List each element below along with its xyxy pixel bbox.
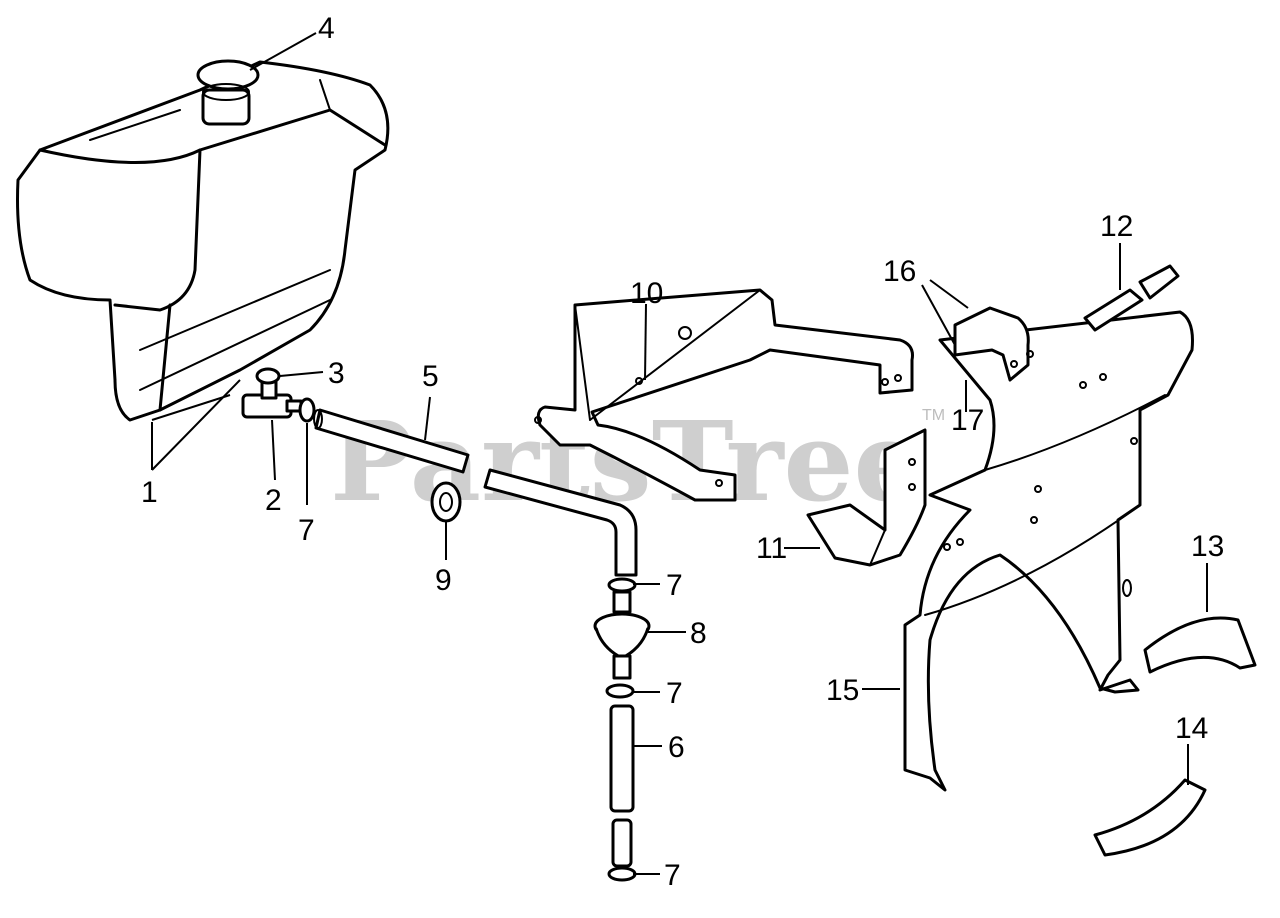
callout-16[interactable]: 16 (883, 255, 916, 288)
callout-13[interactable]: 13 (1191, 530, 1224, 563)
tank-bracket-part[interactable] (534, 288, 914, 502)
leader-lines (151, 32, 1208, 875)
callout-labels: 1 2 3 4 5 6 7 7 7 7 8 9 10 11 12 13 14 1… (141, 12, 1224, 892)
retainer-clip-part[interactable] (953, 306, 1034, 382)
fuel-tank-part[interactable] (16, 59, 390, 422)
callout-1[interactable]: 1 (141, 476, 158, 509)
callout-11[interactable]: 11 (756, 532, 787, 565)
callout-12[interactable]: 12 (1100, 210, 1133, 243)
hose-clamp-part-lower[interactable] (607, 866, 637, 882)
latch-part[interactable] (1083, 264, 1180, 332)
hose-clamp-part-mid-1[interactable] (607, 577, 637, 593)
callout-7-mid-1[interactable]: 7 (666, 569, 683, 602)
fuel-valve-part[interactable] (241, 380, 303, 419)
callout-15[interactable]: 15 (826, 674, 859, 707)
callout-8[interactable]: 8 (690, 617, 707, 650)
callout-17[interactable]: 17 (951, 404, 984, 437)
callout-4[interactable]: 4 (318, 12, 335, 45)
hose-clamp-part-upper[interactable] (298, 397, 316, 423)
fender-panel-part[interactable] (903, 310, 1194, 792)
callout-3[interactable]: 3 (328, 357, 345, 390)
fuel-line-lower-part[interactable] (609, 704, 635, 868)
mount-bracket-part[interactable] (806, 428, 927, 567)
hose-clamp-part-mid-2[interactable] (605, 683, 635, 699)
bushing-part[interactable] (255, 367, 281, 385)
watermark-trademark: TM (922, 407, 945, 424)
grommet-part[interactable] (430, 481, 462, 523)
callout-6[interactable]: 6 (668, 731, 685, 764)
fuel-line-upper-part[interactable] (313, 408, 470, 474)
callout-5[interactable]: 5 (422, 360, 439, 393)
callout-7-mid-2[interactable]: 7 (666, 677, 683, 710)
fuel-line-bent-part[interactable] (483, 468, 638, 577)
callout-14[interactable]: 14 (1175, 712, 1208, 745)
callout-10[interactable]: 10 (630, 277, 663, 310)
callout-9[interactable]: 9 (435, 564, 452, 597)
callout-7-upper[interactable]: 7 (298, 514, 315, 547)
fuel-filter-part[interactable] (593, 590, 651, 680)
callout-2[interactable]: 2 (265, 484, 282, 517)
trim-strip-lower-part[interactable] (1093, 778, 1207, 857)
callout-7-lower[interactable]: 7 (664, 859, 681, 892)
trim-strip-upper-part[interactable] (1143, 616, 1257, 674)
